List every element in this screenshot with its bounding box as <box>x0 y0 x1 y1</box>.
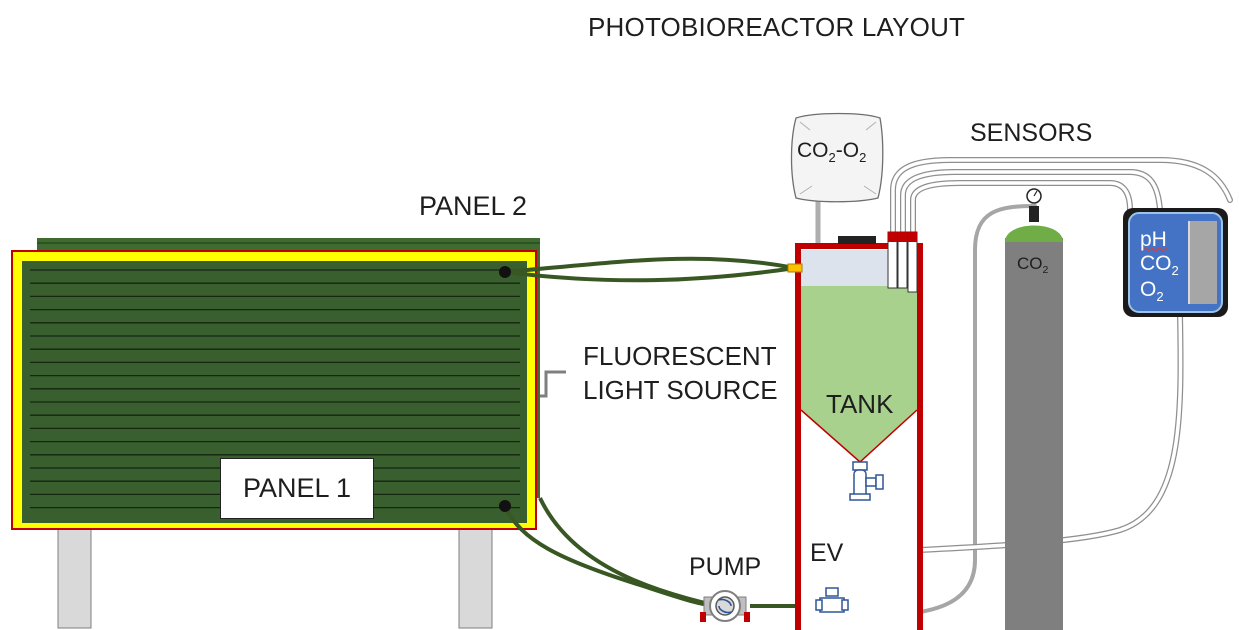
tank-frame-right <box>917 243 923 630</box>
light-source-label: FLUORESCENT LIGHT SOURCE <box>583 339 778 407</box>
light-source-label-line2: LIGHT SOURCE <box>583 375 778 405</box>
tank-lid <box>838 236 876 244</box>
sensor-display-o2-sub: 2 <box>1156 288 1164 304</box>
gas-bag-label-a: CO <box>797 139 829 162</box>
sensor-cable-3-core <box>911 181 1132 236</box>
valve-label: EV <box>810 539 844 567</box>
sensor-cable-3 <box>910 180 1133 237</box>
sensors-label: SENSORS <box>970 119 1093 147</box>
tank-frame-left <box>795 243 801 630</box>
tank-inlet-fitting <box>787 263 803 273</box>
tube-panel2-to-pump <box>538 497 719 608</box>
gas-bag-label-b-sub: 2 <box>859 149 867 165</box>
gas-bag-label: CO2-O2 <box>797 139 866 164</box>
sensor-display-o2: O2 <box>1140 278 1179 304</box>
panel-leg-right <box>458 519 493 629</box>
sensor-display-co2-text: CO <box>1140 252 1172 275</box>
sensor-cable-2-core <box>901 170 1162 236</box>
sensor-display-readout: pH CO2 O2 <box>1140 228 1179 304</box>
sensor-probes <box>887 231 918 293</box>
panel-1-label: PANEL 1 <box>220 458 374 519</box>
panel-leg-left <box>57 519 92 629</box>
electro-valve <box>815 587 849 613</box>
sensor-display-co2: CO2 <box>1140 252 1179 278</box>
sensor-display <box>1123 208 1228 317</box>
cylinder-label-text: CO <box>1017 254 1043 273</box>
cylinder-label: CO2 <box>1017 254 1048 275</box>
light-source-connector <box>540 370 566 398</box>
sensor-display-co2-sub: 2 <box>1171 262 1179 278</box>
light-source-label-line1: FLUORESCENT <box>583 341 777 371</box>
gas-bag-creases <box>799 121 877 195</box>
gas-bag <box>790 112 884 203</box>
tank-frame-top <box>795 243 923 249</box>
cylinder-label-sub: 2 <box>1042 263 1049 276</box>
gas-bag-label-a-sub: 2 <box>828 149 836 165</box>
pump-label: PUMP <box>689 553 762 581</box>
sensor-display-ph-text: pH <box>1140 228 1167 251</box>
tank-liquid <box>801 286 917 462</box>
pump <box>700 590 750 622</box>
panel-outlet-top <box>499 266 511 278</box>
sensor-display-o2-text: O <box>1140 278 1157 301</box>
co2-cylinder <box>1005 188 1063 630</box>
panel-2-label: PANEL 2 <box>419 191 528 221</box>
tube-panel2-to-tank-a <box>504 256 796 274</box>
sensor-display-ph: pH <box>1140 228 1179 252</box>
culture-tubing <box>503 256 870 608</box>
sensor-cable-1-core <box>891 158 1232 236</box>
panel-outlet-bottom <box>499 500 511 512</box>
tank-label: TANK <box>826 389 894 419</box>
tank-drain-valve <box>849 461 884 501</box>
diagram-title: PHOTOBIOREACTOR LAYOUT <box>588 12 966 42</box>
gas-bag-label-sep: -O <box>835 139 860 162</box>
tube-panel2-to-tank-b <box>504 266 796 283</box>
